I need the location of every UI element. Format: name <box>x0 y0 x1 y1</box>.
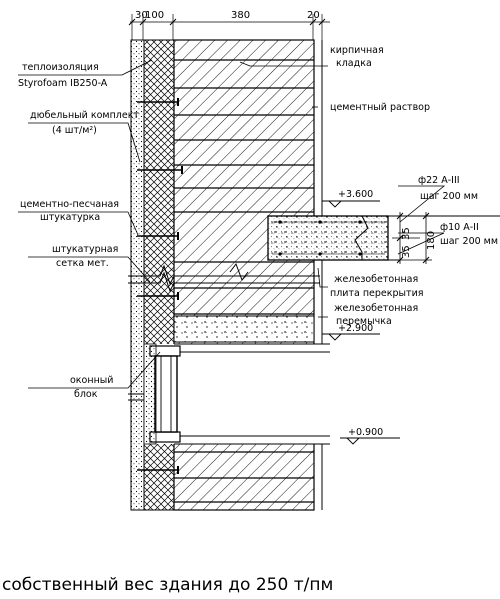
label-lintel-2: перемычка <box>336 316 392 327</box>
label-mesh: штукатурная <box>52 244 118 255</box>
label-rebar10: ф10 А-II <box>440 222 479 233</box>
label-lintel: железобетонная <box>334 303 418 314</box>
label-slab: железобетонная <box>334 274 418 285</box>
label-mortar: цементный раствор <box>330 102 430 113</box>
dim-35-a: 35 <box>401 227 412 240</box>
label-dowel: дюбельный комплект <box>30 110 139 121</box>
label-rebar10-step: шаг 200 мм <box>440 236 498 247</box>
leader-lines <box>18 59 446 389</box>
label-mesh-2: сетка мет. <box>56 258 109 269</box>
label-window-2: блок <box>74 389 98 400</box>
label-plaster-2: штукатурка <box>40 212 100 223</box>
elevation-top: +3.600 <box>338 189 373 200</box>
lintel <box>173 315 315 343</box>
label-plaster: цементно-песчаная <box>20 199 119 210</box>
elevation-sill: +0.900 <box>348 427 383 438</box>
label-brick: кирпичная <box>330 45 384 56</box>
dim-30: 30 <box>135 10 148 21</box>
elevation-lintel: +2.900 <box>338 323 373 334</box>
window-block <box>143 343 332 445</box>
label-rebar22-step: шаг 200 мм <box>420 191 478 202</box>
caption: собственный вес здания до 250 т/пм <box>2 575 333 595</box>
label-dowel-qty: (4 шт/м²) <box>52 125 97 136</box>
dim-380: 380 <box>231 10 250 21</box>
dim-20: 20 <box>307 10 320 21</box>
slab-dimension <box>392 212 432 264</box>
label-slab-2: плита перекрытия <box>330 288 423 299</box>
label-insulation-product: Styrofoam IB250-A <box>18 78 108 89</box>
dim-100: 100 <box>145 10 164 21</box>
annotations: теплоизоляция Styrofoam IB250-A дюбельны… <box>18 45 498 438</box>
dim-35-b: 35 <box>401 245 412 258</box>
label-brick-2: кладка <box>336 58 372 69</box>
label-window: оконный <box>70 375 113 386</box>
elevation-marks <box>322 200 400 445</box>
label-insulation: теплоизоляция <box>22 62 99 73</box>
dim-180: 180 <box>426 231 437 250</box>
dowel-anchors <box>137 98 183 474</box>
label-rebar22: ф22 А-III <box>418 175 460 186</box>
top-dimension-line: 30 100 380 20 <box>128 10 330 40</box>
